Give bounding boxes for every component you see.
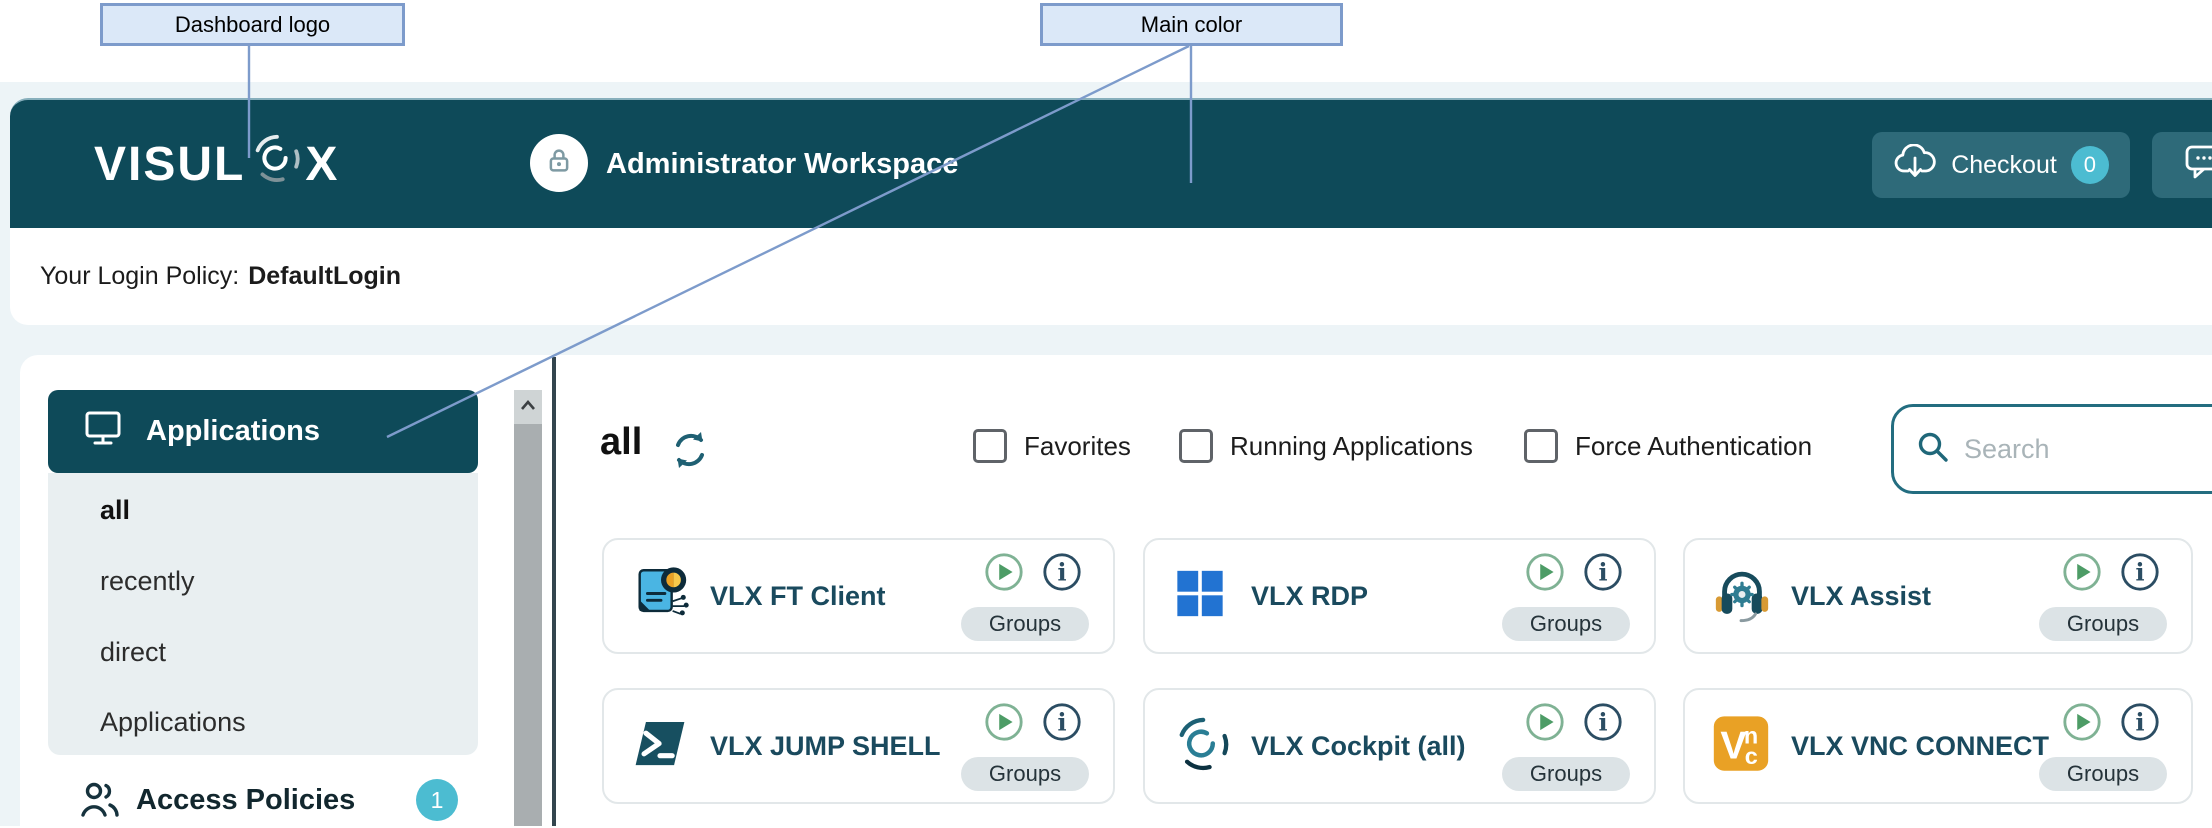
info-button[interactable]: i <box>1041 551 1083 593</box>
app-title: VLX Assist <box>1791 580 1932 611</box>
filter-running-applications[interactable]: Running Applications <box>1179 429 1473 463</box>
play-button[interactable] <box>1524 551 1566 593</box>
svg-text:i: i <box>1057 709 1066 737</box>
annotation-dashboard-logo: Dashboard logo <box>100 3 405 46</box>
groups-button[interactable]: Groups <box>1502 607 1630 641</box>
powershell-icon <box>630 714 690 779</box>
info-button[interactable]: i <box>1041 701 1083 743</box>
scroll-up-button[interactable] <box>514 390 542 424</box>
groups-button[interactable]: Groups <box>961 757 1089 791</box>
search-input[interactable] <box>1962 432 2196 466</box>
chevron-up-icon <box>519 398 537 416</box>
groups-button[interactable]: Groups <box>961 607 1089 641</box>
login-policy-label: Your Login Policy: <box>40 262 240 290</box>
sidebar-item-applications[interactable]: Applications <box>100 707 246 737</box>
svg-text:i: i <box>2135 709 2144 737</box>
search-box[interactable] <box>1891 404 2212 494</box>
chat-icon <box>2184 143 2212 188</box>
cockpit-spiral-icon <box>1171 714 1231 779</box>
play-button[interactable] <box>1524 701 1566 743</box>
info-button[interactable]: i <box>1582 551 1624 593</box>
app-card-vlx-ft-client[interactable]: VLX FT Client i Groups <box>602 538 1115 654</box>
svg-text:n: n <box>1744 723 1758 749</box>
sidebar-header-applications[interactable]: Applications <box>48 390 478 473</box>
view-title: all <box>600 421 643 463</box>
visulox-logo: VISUL X <box>94 100 339 228</box>
svg-text:i: i <box>1057 559 1066 587</box>
app-card-vlx-cockpit[interactable]: VLX Cockpit (all) i Groups <box>1143 688 1656 804</box>
vnc-icon: V n c <box>1711 714 1771 779</box>
app-card-vlx-rdp[interactable]: VLX RDP i Groups <box>1143 538 1656 654</box>
sidebar-item-access-policies[interactable]: Access Policies <box>136 784 356 816</box>
app-card-vlx-jump-shell[interactable]: VLX JUMP SHELL i Groups <box>602 688 1115 804</box>
app-card-vlx-assist[interactable]: VLX Assist i Groups <box>1683 538 2193 654</box>
monitor-icon <box>82 408 124 456</box>
headset-icon <box>1711 563 1773 630</box>
refresh-button[interactable] <box>668 428 712 472</box>
svg-text:V: V <box>1720 724 1746 768</box>
chat-button[interactable] <box>2152 132 2212 198</box>
filter-favorites[interactable]: Favorites <box>973 429 1131 463</box>
svg-text:i: i <box>1598 709 1607 737</box>
app-title: VLX VNC CONNECT <box>1791 730 2050 761</box>
refresh-icon <box>668 432 712 475</box>
app-card-vlx-vnc-connect[interactable]: V n c VLX VNC CONNECT i Groups <box>1683 688 2193 804</box>
app-title: VLX Cockpit (all) <box>1251 730 1466 761</box>
annotation-main-color: Main color <box>1040 3 1343 46</box>
logo-text-right: X <box>305 137 340 191</box>
play-button[interactable] <box>2061 701 2103 743</box>
lock-icon <box>544 146 574 181</box>
filter-force-authentication[interactable]: Force Authentication <box>1524 429 1812 463</box>
login-policy-bar: Your Login Policy: DefaultLogin <box>10 228 2212 325</box>
groups-button[interactable]: Groups <box>2039 757 2167 791</box>
app-title: VLX RDP <box>1251 580 1369 611</box>
svg-text:i: i <box>1598 559 1607 587</box>
sidebar-scrollbar-thumb[interactable] <box>514 424 542 826</box>
play-button[interactable] <box>983 701 1025 743</box>
app-title: VLX JUMP SHELL <box>710 730 941 761</box>
top-header-bar: VISUL X Administrator Workspace <box>10 98 2212 228</box>
search-icon <box>1916 430 1950 469</box>
favorites-checkbox[interactable] <box>973 429 1007 463</box>
force-authentication-checkbox[interactable] <box>1524 429 1558 463</box>
windows-icon <box>1171 565 1229 628</box>
sidebar-divider <box>552 357 556 826</box>
file-transfer-icon <box>630 563 692 630</box>
checkout-label: Checkout <box>1951 150 2057 179</box>
running-applications-checkbox[interactable] <box>1179 429 1213 463</box>
spiral-logo-icon <box>248 131 302 197</box>
sidebar-panel <box>48 473 478 755</box>
sidebar-item-all[interactable]: all <box>100 495 131 525</box>
logo-text-left: VISUL <box>94 137 246 191</box>
info-button[interactable]: i <box>1582 701 1624 743</box>
groups-button[interactable]: Groups <box>2039 607 2167 641</box>
play-button[interactable] <box>2061 551 2103 593</box>
access-policies-count-badge: 1 <box>416 779 458 821</box>
sidebar-header-label: Applications <box>146 415 321 447</box>
cloud-download-icon <box>1893 143 1937 187</box>
workspace-title: Administrator Workspace <box>606 147 959 180</box>
play-button[interactable] <box>983 551 1025 593</box>
svg-text:c: c <box>1745 743 1758 769</box>
sidebar-item-recently[interactable]: recently <box>100 566 195 596</box>
login-policy-value: DefaultLogin <box>248 262 401 290</box>
sidebar-item-direct[interactable]: direct <box>100 637 167 667</box>
avatar <box>530 134 588 192</box>
app-title: VLX FT Client <box>710 580 886 611</box>
checkout-count-badge: 0 <box>2070 146 2109 184</box>
checkout-button[interactable]: Checkout 0 <box>1872 132 2130 198</box>
info-button[interactable]: i <box>2119 701 2161 743</box>
people-icon <box>78 779 122 828</box>
info-button[interactable]: i <box>2119 551 2161 593</box>
groups-button[interactable]: Groups <box>1502 757 1630 791</box>
svg-text:i: i <box>2135 559 2144 587</box>
